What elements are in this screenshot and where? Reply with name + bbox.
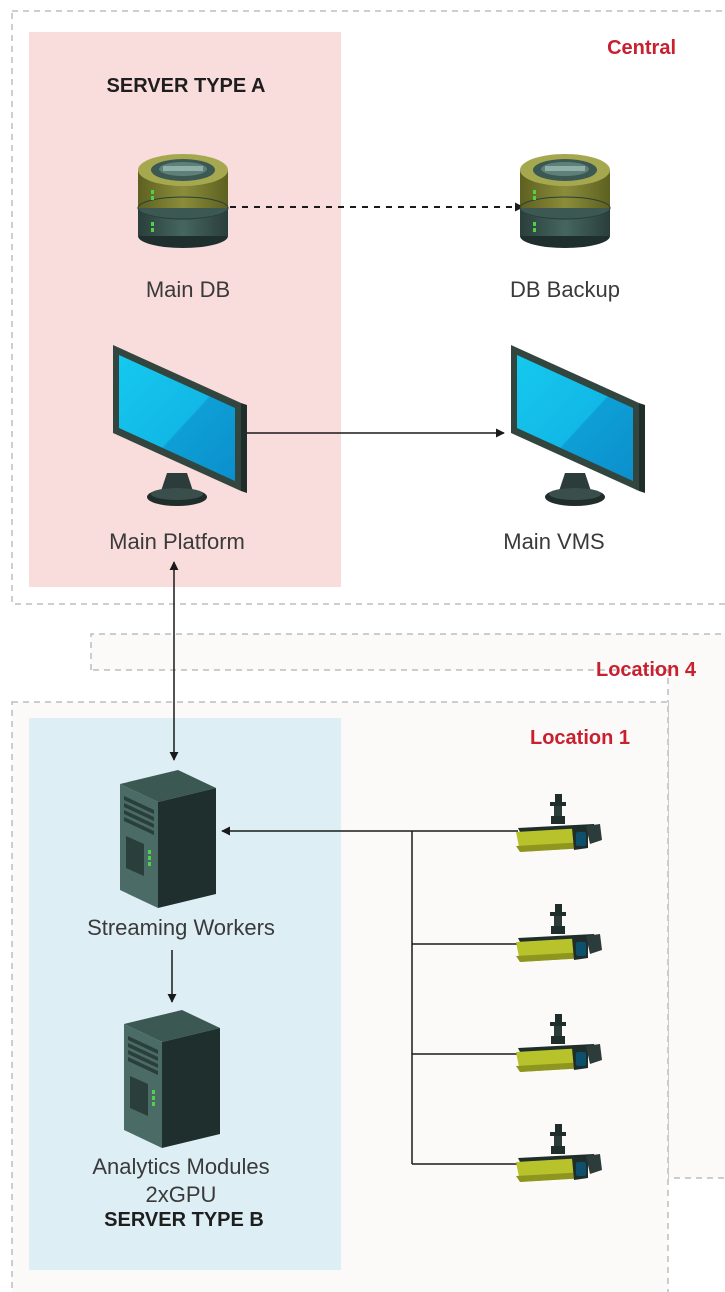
- db-backup-label: DB Backup: [510, 277, 620, 302]
- main-platform-label: Main Platform: [109, 529, 245, 554]
- central-zone-label: Central: [607, 37, 676, 59]
- server-type-a-title: SERVER TYPE A: [107, 75, 266, 97]
- analytics-server-icon: [124, 1010, 220, 1148]
- server-type-b-title: SERVER TYPE B: [104, 1209, 264, 1231]
- db-backup-database-icon: [519, 153, 611, 249]
- analytics-modules-label: Analytics Modules: [92, 1154, 269, 1179]
- location-4-zone-label: Location 4: [596, 659, 697, 681]
- streaming-workers-label: Streaming Workers: [87, 915, 275, 940]
- streaming-workers-server-icon: [120, 770, 216, 908]
- location-1-zone-label: Location 1: [530, 727, 630, 749]
- location-4-zone: [90, 633, 725, 1179]
- main-db-database-icon: [137, 153, 229, 249]
- main-vms-label: Main VMS: [503, 529, 604, 554]
- analytics-gpu-label: 2xGPU: [146, 1182, 217, 1207]
- main-db-label: Main DB: [146, 277, 230, 302]
